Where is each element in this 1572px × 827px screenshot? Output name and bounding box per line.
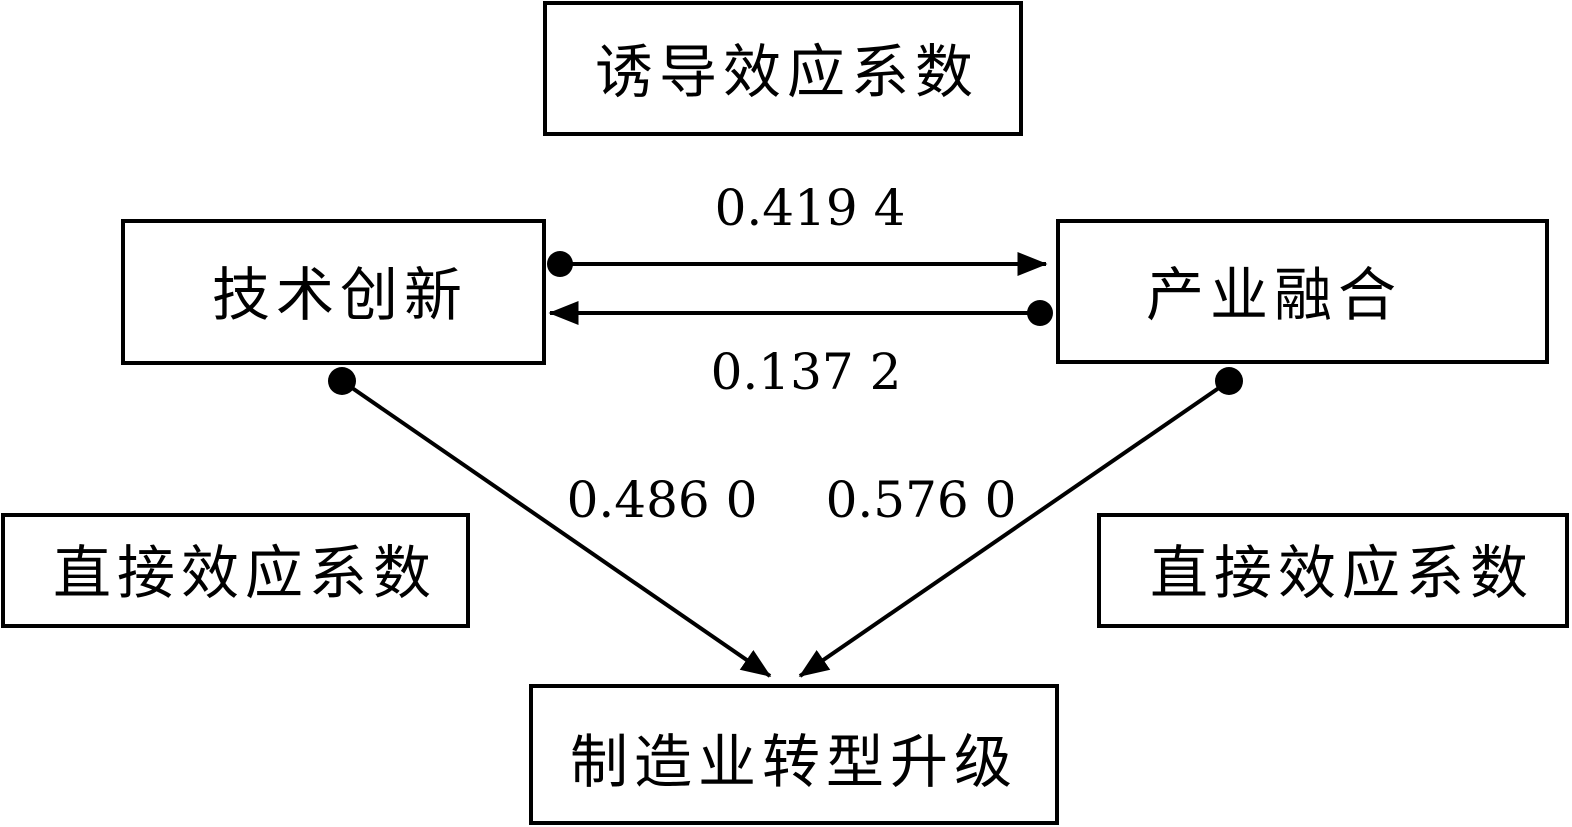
coef-tech-to-target: 0.486 0: [567, 471, 758, 529]
tech-to-target-arrow: [340, 379, 772, 678]
manufacturing-upgrade-box: [529, 684, 1059, 825]
coef-industry-to-tech: 0.137 2: [711, 343, 902, 401]
direct-effect-right-label: 直接效应系数: [1150, 539, 1534, 607]
direct-effect-left-box: [1, 513, 470, 628]
induced-effect-box: [543, 1, 1023, 136]
coef-industry-to-target: 0.576 0: [826, 471, 1017, 529]
tech-innovation-box: [121, 219, 546, 365]
industry-integration-label: 产业融合: [1146, 261, 1402, 329]
industry-integration-box: [1056, 219, 1549, 364]
direct-effect-left-label: 直接效应系数: [53, 539, 437, 607]
tech-innovation-label: 技术创新: [212, 261, 468, 329]
industry-to-target-arrow: [798, 379, 1231, 678]
induced-effect-label: 诱导效应系数: [595, 38, 979, 106]
coef-tech-to-industry: 0.419 4: [715, 179, 906, 237]
manufacturing-upgrade-label: 制造业转型升级: [570, 728, 1018, 796]
direct-effect-right-box: [1097, 513, 1569, 628]
